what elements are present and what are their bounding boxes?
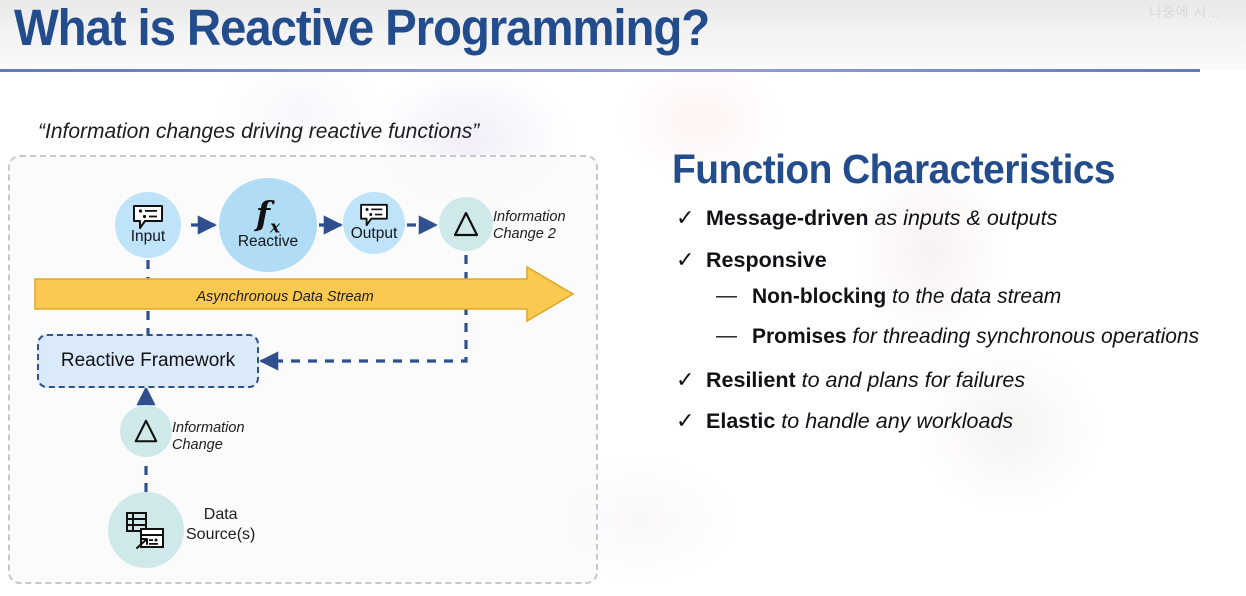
node-output-label: Output [350,225,398,243]
check-icon: ✓ [676,366,695,392]
sub-item-bold: Promises [752,325,847,349]
node-reactive-label: Reactive [237,233,299,251]
node-information-change-2[interactable] [439,197,493,251]
information-change-2-label: Information Change 2 [493,209,566,243]
diagram-quote: “Information changes driving reactive fu… [38,120,480,143]
dash-icon: — [716,284,737,308]
item-bold: Responsive [706,247,827,272]
delta-triangle-icon [134,419,158,443]
speech-bubble-list-icon [360,204,388,227]
list-item[interactable]: ✓ Elastic to handle any workloads [672,408,1232,436]
item-bold: Elastic [706,409,776,434]
node-information-change[interactable] [120,405,172,457]
watch-later-overlay-text: 나중에 시... [1148,4,1220,20]
speech-bubble-list-icon [133,205,163,230]
dash-icon: — [716,324,737,348]
list-item[interactable]: ✓ Message-driven as inputs & outputs [672,205,1232,233]
reactive-framework-box[interactable]: Reactive Framework [37,334,259,388]
item-bold: Resilient [706,367,796,392]
item-bold: Message-driven [706,206,869,230]
sub-list-item[interactable]: — Promises for threading synchronous ope… [706,322,1232,352]
sub-list: — Non-blocking to the data stream — Prom… [706,282,1232,353]
node-output[interactable]: Output [343,192,405,254]
information-change-label: Information Change [172,420,245,454]
async-stream-label: Asynchronous Data Stream [196,289,374,305]
node-data-sources[interactable] [108,492,184,568]
check-icon: ✓ [676,408,695,434]
check-icon: ✓ [676,246,695,272]
node-input[interactable]: Input [115,192,181,258]
title-divider [0,69,1200,72]
list-item[interactable]: ✓ Resilient to and plans for failures [672,367,1232,395]
delta-triangle-icon [453,211,479,237]
list-item[interactable]: ✓ Responsive — Non-blocking to the data … [672,247,1232,353]
sub-list-item[interactable]: — Non-blocking to the data stream [706,282,1232,312]
sub-item-rest: to the data stream [886,285,1062,309]
item-rest: as inputs & outputs [868,206,1058,230]
characteristics-list: ✓ Message-driven as inputs & outputs ✓ R… [672,205,1232,436]
reactive-framework-label: Reactive Framework [60,350,236,371]
sub-item-rest: for threading synchronous operations [846,325,1200,349]
database-table-icon [126,512,164,549]
page-title: What is Reactive Programming? [14,0,710,56]
section-title: Function Characteristics [672,146,1116,192]
data-sources-label: Data Source(s) [186,506,256,543]
characteristics-panel: Function Characteristics ✓ Message-drive… [672,146,1232,450]
item-rest: to handle any workloads [775,409,1014,434]
sub-item-bold: Non-blocking [752,285,887,309]
item-rest: to and plans for failures [795,367,1026,392]
check-icon: ✓ [676,205,695,230]
node-reactive[interactable]: fx Reactive [219,178,317,272]
fx-symbol: fx [255,194,281,239]
node-input-label: Input [130,228,166,246]
